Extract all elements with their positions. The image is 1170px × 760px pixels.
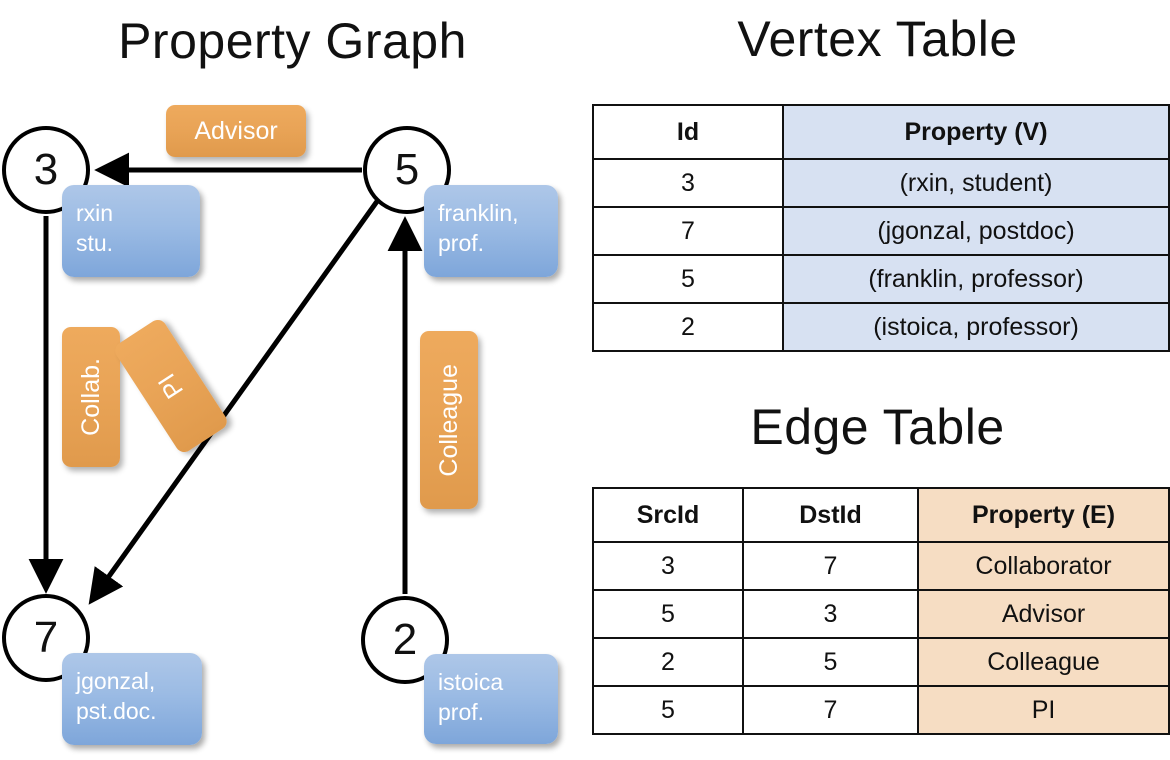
edge-cell-dstid: 7 [742,685,919,735]
node-property-line-2: prof. [438,230,485,256]
edge-cell-srcid: 2 [592,637,744,687]
table-row[interactable]: 5 (franklin, professor) [592,254,1170,304]
node-property-line-2: prof. [438,699,485,725]
edge-cell-property: Advisor [917,589,1170,639]
node-property-line-2: stu. [76,230,114,256]
edge-table-header-srcid: SrcId [592,487,744,543]
node-property-line-1: jgonzal, [76,668,156,694]
table-row[interactable]: 2 (istoica, professor) [592,302,1170,352]
node-property-line-1: istoica [438,669,504,695]
edge-label-advisor-text: Advisor [194,116,278,145]
graph-node-2[interactable]: 2 [361,596,449,684]
table-row[interactable]: 2 5 Colleague [592,637,1170,687]
edge-cell-dstid: 7 [742,541,919,591]
edge-cell-srcid: 5 [592,589,744,639]
vertex-cell-id: 2 [592,302,784,352]
page-title-edge-table: Edge Table [750,399,1005,455]
vertex-table-header-id: Id [592,104,784,160]
edge-label-collab-text: Collab. [76,358,105,436]
vertex-table-header-row: Id Property (V) [592,104,1170,160]
table-row[interactable]: 5 3 Advisor [592,589,1170,639]
vertex-cell-property: (istoica, professor) [782,302,1170,352]
edge-cell-property: Colleague [917,637,1170,687]
edge-cell-srcid: 5 [592,685,744,735]
edge-table: SrcId DstId Property (E) 3 7 Collaborato… [592,487,1170,735]
node-property-box-rxin: rxin stu. [62,185,200,277]
table-row[interactable]: 5 7 PI [592,685,1170,735]
edge-table-header-dstid: DstId [742,487,919,543]
table-row[interactable]: 7 (jgonzal, postdoc) [592,206,1170,256]
edge-label-advisor: Advisor [166,105,306,157]
vertex-cell-property: (franklin, professor) [782,254,1170,304]
edge-cell-srcid: 3 [592,541,744,591]
node-property-line-1: rxin [76,200,114,226]
page-title-vertex-table: Vertex Table [737,11,1018,67]
edge-cell-dstid: 5 [742,637,919,687]
table-row[interactable]: 3 (rxin, student) [592,158,1170,208]
vertex-cell-id: 3 [592,158,784,208]
table-row[interactable]: 3 7 Collaborator [592,541,1170,591]
vertex-cell-id: 7 [592,206,784,256]
page-title-property-graph: Property Graph [118,13,467,69]
edge-label-colleague: Colleague [420,331,478,509]
edge-line-5-to-7 [88,198,381,605]
edge-cell-property: PI [917,685,1170,735]
node-property-box-jgonzal: jgonzal, pst.doc. [62,653,202,745]
edge-label-collab: Collab. [62,327,120,467]
node-property-box-istoica: istoica prof. [424,654,558,744]
vertex-cell-property: (rxin, student) [782,158,1170,208]
vertex-cell-id: 5 [592,254,784,304]
graph-node-5[interactable]: 5 [363,126,451,214]
edge-cell-property: Collaborator [917,541,1170,591]
edge-table-header-property: Property (E) [917,487,1170,543]
graph-edge-lines [28,152,423,605]
edge-label-colleague-text: Colleague [434,363,463,477]
edge-cell-dstid: 3 [742,589,919,639]
vertex-table: Id Property (V) 3 (rxin, student) 7 (jgo… [592,104,1170,352]
node-property-box-franklin: franklin, prof. [424,185,558,277]
property-graph-panel: 3 5 7 2 rxin stu. franklin, prof. jgonza… [2,105,558,745]
edge-label-pi-text: PI [152,368,189,404]
edge-table-header-row: SrcId DstId Property (E) [592,487,1170,543]
node-property-line-1: franklin, [438,200,519,226]
vertex-cell-property: (jgonzal, postdoc) [782,206,1170,256]
node-property-line-2: pst.doc. [76,698,157,724]
vertex-table-header-property: Property (V) [782,104,1170,160]
